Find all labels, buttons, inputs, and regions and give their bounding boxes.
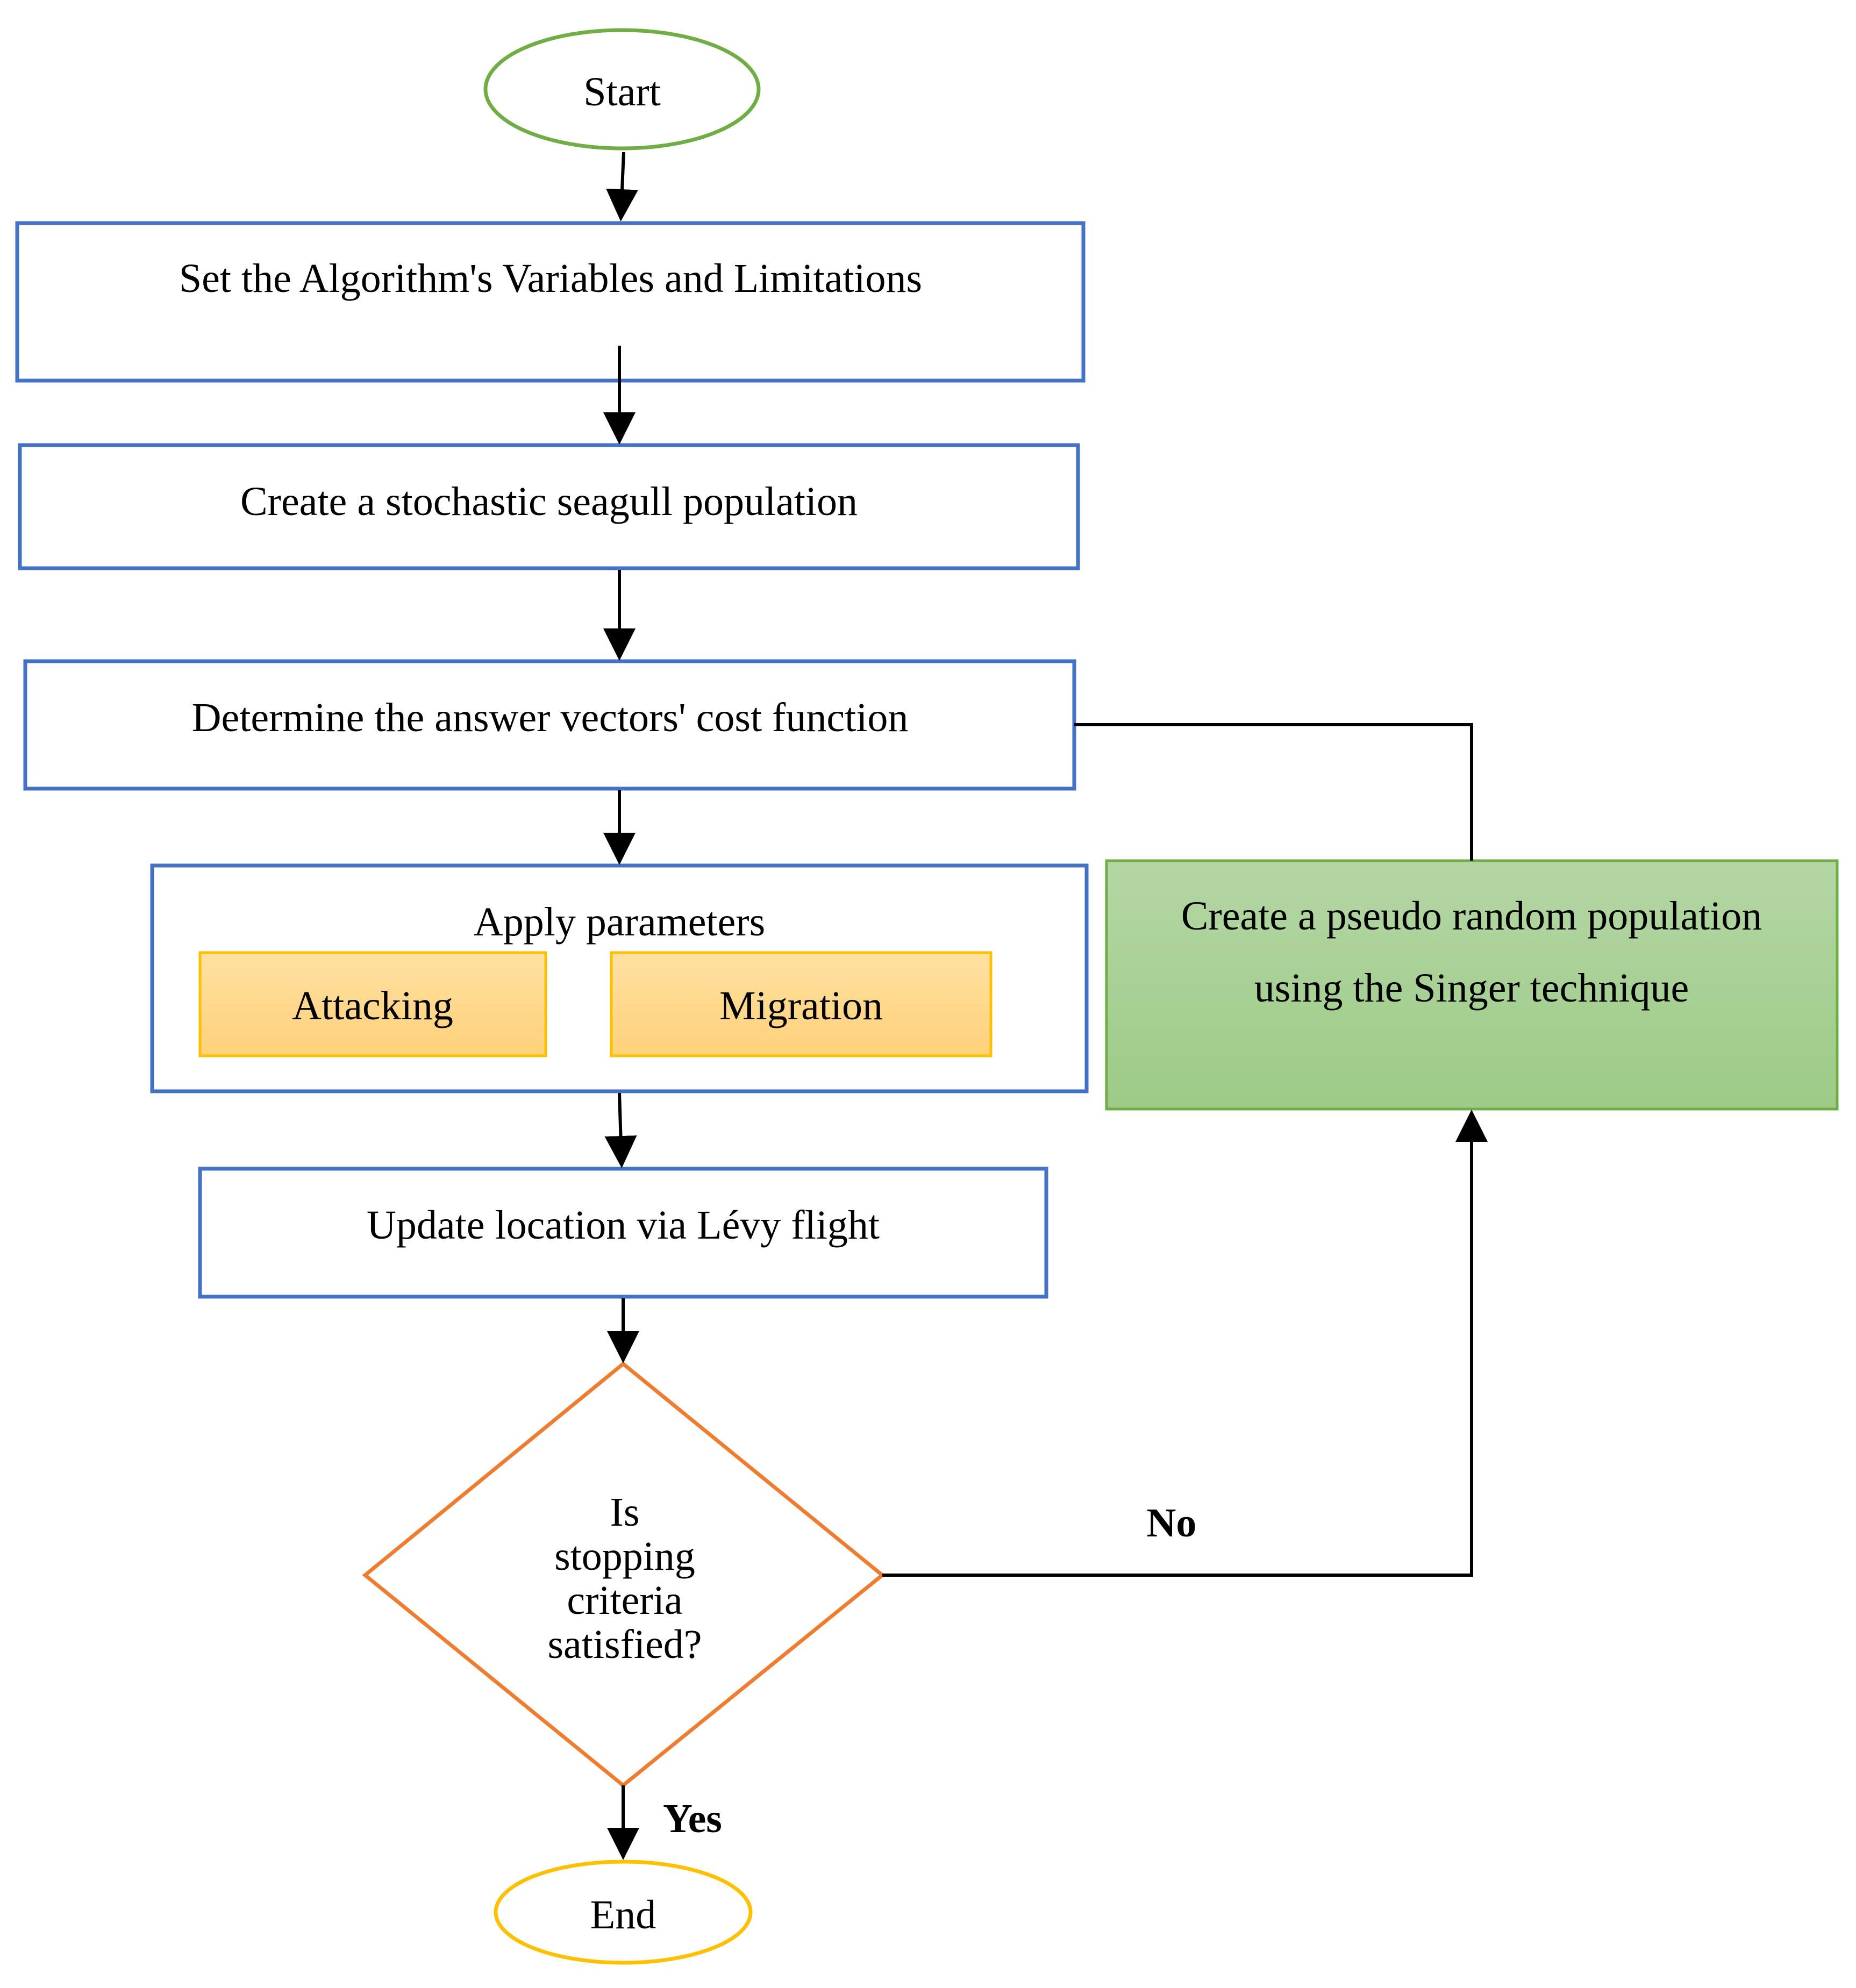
- singer-technique-box: Create a pseudo random population using …: [1105, 859, 1839, 1111]
- update-location-label: Update location via Lévy flight: [367, 1203, 880, 1248]
- migration-label: Migration: [719, 983, 883, 1028]
- decision-line-3: criteria: [567, 1578, 682, 1623]
- arrow-decision-to-singer: [882, 1110, 1488, 1577]
- arrow-apply-to-update: [604, 1092, 637, 1168]
- arrow-start-to-set: [606, 152, 639, 221]
- decision-line-2: stopping: [554, 1534, 695, 1579]
- apply-parameters-box: Apply parameters Attacking Migration: [150, 863, 1089, 1093]
- end-label: End: [590, 1892, 656, 1937]
- update-location-box: Update location via Lévy flight: [198, 1167, 1048, 1299]
- cost-function-label: Determine the answer vectors' cost funct…: [192, 695, 909, 740]
- end-node: End: [494, 1860, 753, 1965]
- create-population-box: Create a stochastic seagull population: [18, 443, 1080, 570]
- decision-line-1: Is: [610, 1490, 640, 1535]
- set-variables-box: Set the Algorithm's Variables and Limita…: [15, 221, 1086, 383]
- start-label: Start: [583, 69, 661, 115]
- migration-box: Migration: [610, 951, 993, 1057]
- decision-node: Is stopping criteria satisfied?: [362, 1361, 886, 1788]
- attacking-box: Attacking: [198, 951, 547, 1057]
- decision-line-4: satisfied?: [547, 1622, 702, 1667]
- yes-branch-label: Yes: [663, 1796, 722, 1841]
- create-population-label: Create a stochastic seagull population: [240, 479, 858, 524]
- singer-line-2: using the Singer technique: [1254, 966, 1689, 1011]
- singer-line-1: Create a pseudo random population: [1181, 893, 1762, 939]
- cost-function-box: Determine the answer vectors' cost funct…: [23, 659, 1076, 791]
- attacking-label: Attacking: [292, 983, 453, 1028]
- connector-singer-to-cost: [1074, 723, 1473, 861]
- set-variables-label: Set the Algorithm's Variables and Limita…: [179, 256, 922, 301]
- apply-parameters-label: Apply parameters: [474, 899, 765, 945]
- no-branch-label: No: [1147, 1500, 1197, 1546]
- start-node: Start: [483, 28, 761, 151]
